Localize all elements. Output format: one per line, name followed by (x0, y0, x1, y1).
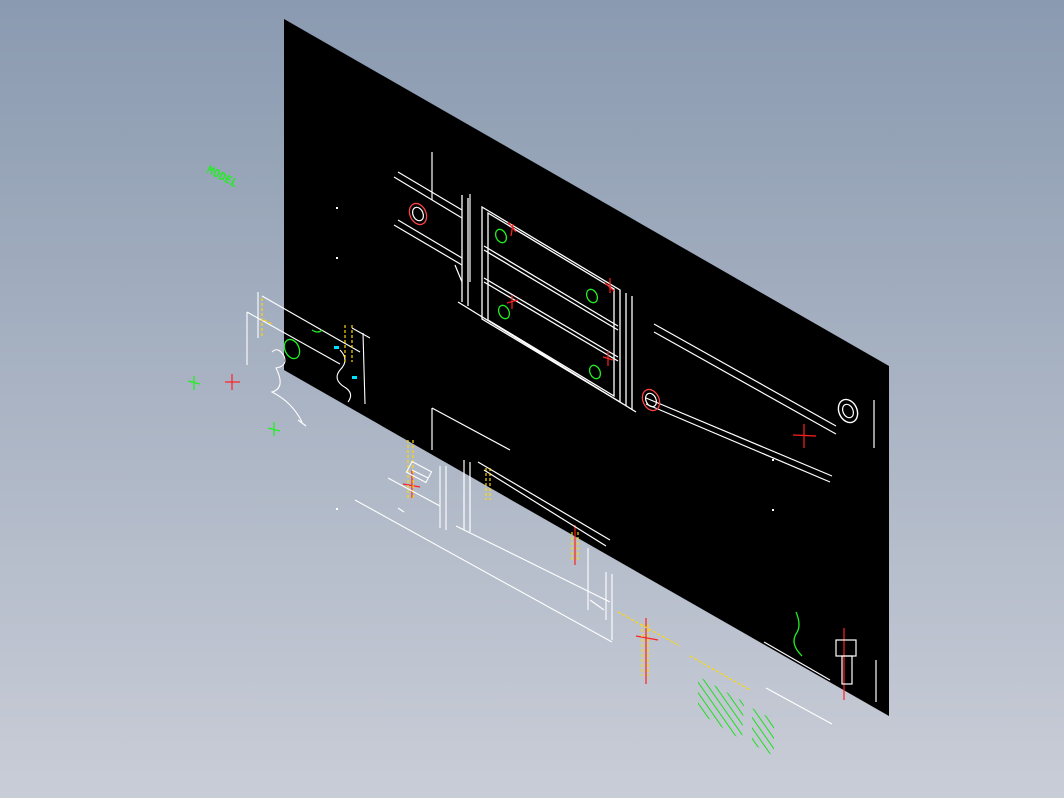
hatched-sections (698, 676, 774, 756)
side-detail-dims (261, 298, 751, 691)
green-annotations (187, 329, 803, 657)
carriage-block[interactable] (457, 195, 637, 413)
cyan-markers (334, 346, 357, 379)
drawing-sheet[interactable] (284, 19, 889, 716)
center-marks (225, 221, 845, 700)
guide-rail-left[interactable] (393, 152, 471, 283)
rail-end-hole-left (408, 202, 428, 226)
fastener-detail (405, 460, 433, 484)
block-bolt-holes (494, 228, 602, 380)
guide-rail-right[interactable] (645, 323, 875, 483)
rail-end-hole-right (641, 388, 859, 424)
projection-lines (354, 466, 833, 725)
section-view-lower (431, 407, 611, 547)
sheet-dots (336, 207, 774, 511)
end-block-right[interactable] (835, 639, 877, 702)
